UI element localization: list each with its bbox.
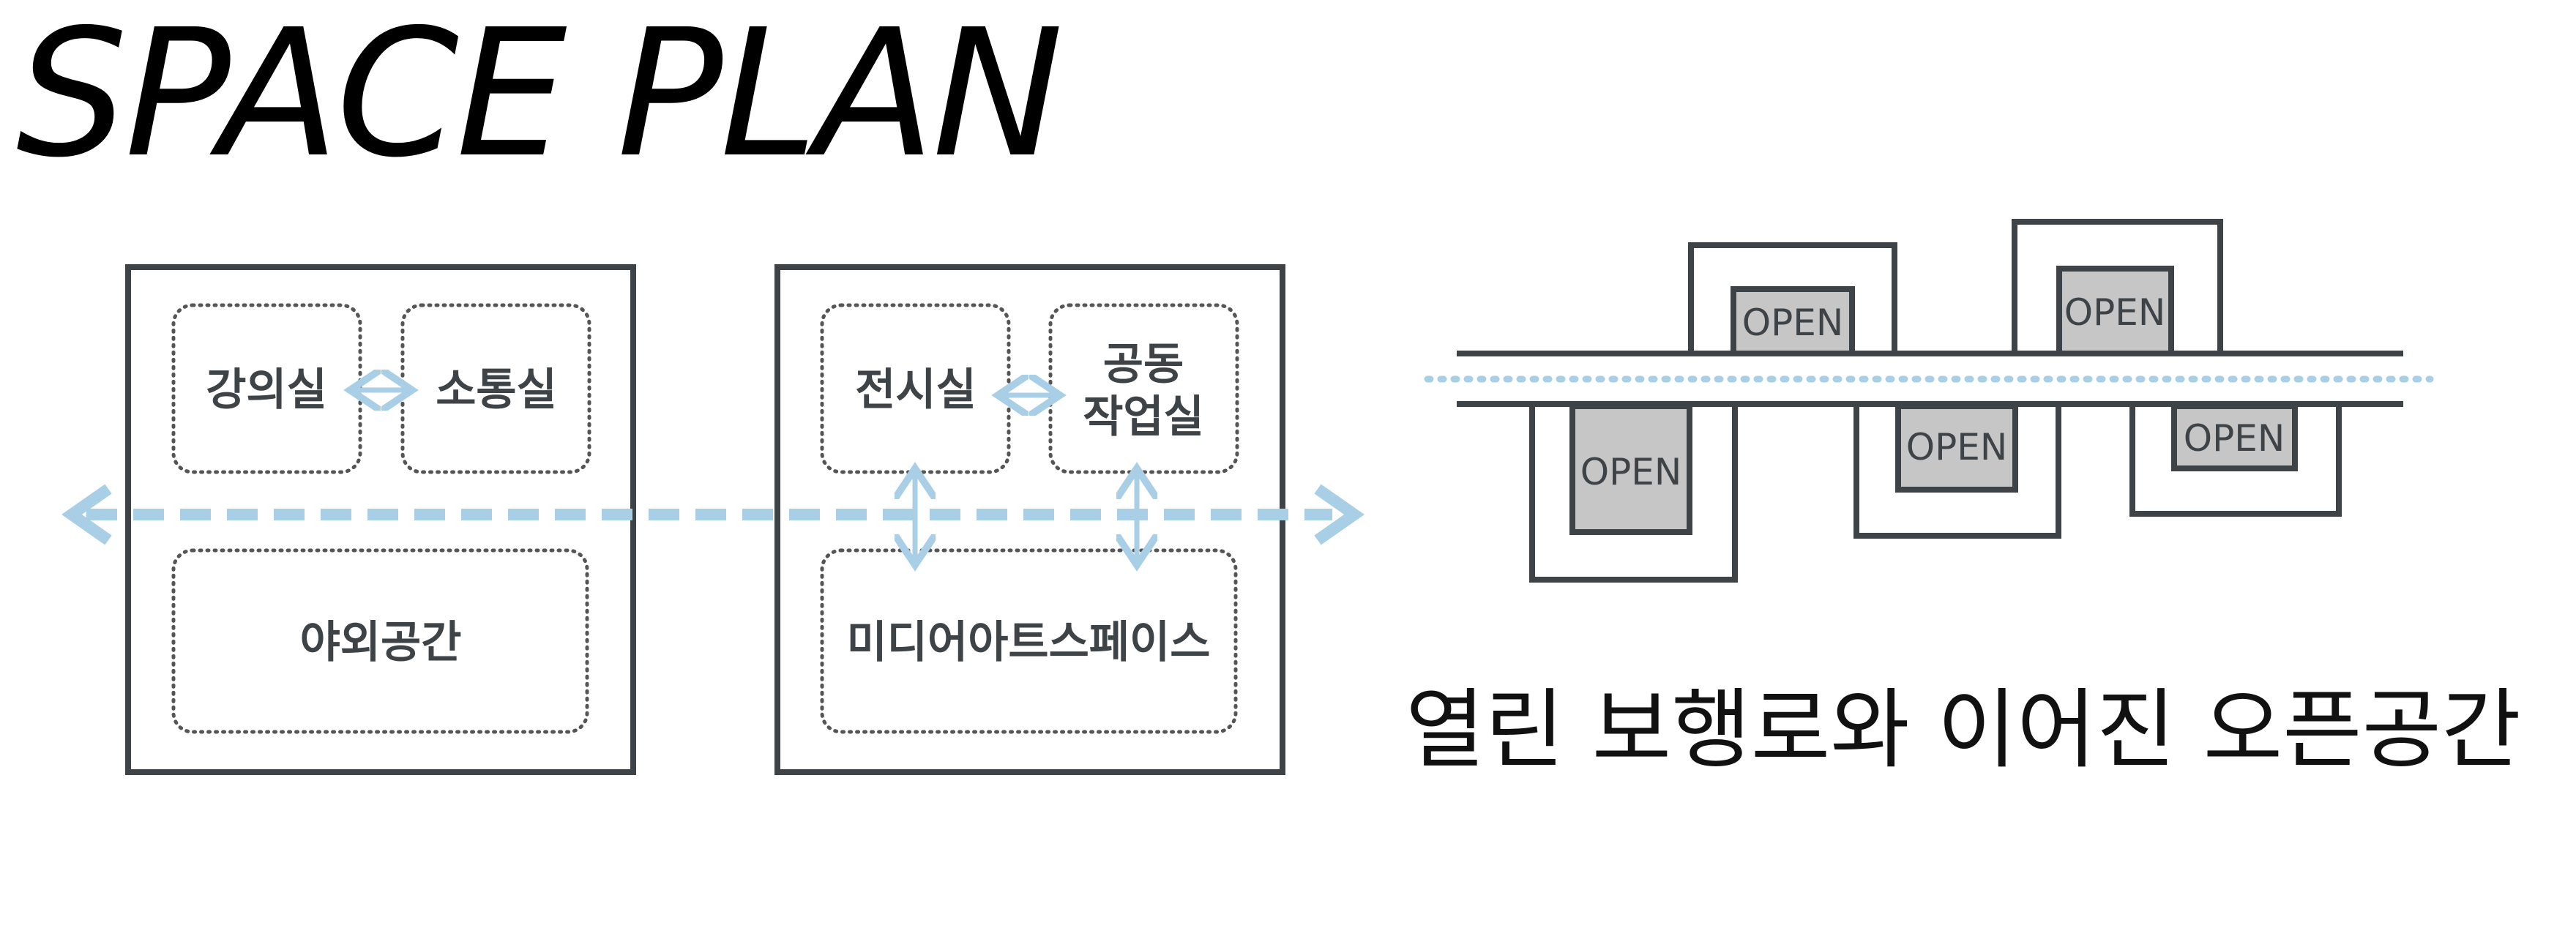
building-left-frame (125, 264, 636, 775)
walkway-arrow (61, 484, 1364, 545)
room-outdoor-box (171, 548, 589, 734)
open-label: OPEN (1742, 302, 1844, 344)
room-communication-label: 소통실 (436, 364, 557, 416)
open-label: OPEN (1580, 451, 1682, 493)
room-exhibition-label: 전시실 (855, 364, 977, 416)
open-space-diagram: OPEN OPEN OPEN OPEN OPEN (1424, 219, 2434, 583)
building-left: 강의실 소통실 야외공간 (125, 264, 636, 775)
lower-building-1 (1529, 404, 1738, 583)
open-box-lower-3: OPEN (2171, 403, 2298, 471)
upper-building-1 (1688, 242, 1897, 354)
open-label: OPEN (2064, 291, 2166, 334)
open-box-upper-1: OPEN (1731, 286, 1855, 356)
room-workshop-label-line2: 작업실 (1083, 392, 1204, 443)
open-box-upper-2: OPEN (2056, 266, 2174, 356)
room-media-art-box (820, 548, 1238, 734)
open-label: OPEN (1906, 426, 2008, 468)
open-box-lower-1: OPEN (1569, 403, 1692, 535)
room-workshop-label-line1: 공동 (1103, 339, 1184, 390)
page-title: SPACE PLAN (16, 0, 1064, 196)
walkway-arrowhead-right (1314, 484, 1364, 545)
open-box-lower-2: OPEN (1895, 403, 2018, 493)
lower-building-3 (2129, 404, 2342, 517)
room-lecture-label: 강의실 (206, 364, 327, 416)
walkway-arrowhead-left (61, 484, 112, 545)
open-label: OPEN (2184, 417, 2285, 460)
room-outdoor-label: 야외공간 (300, 617, 462, 668)
lower-building-2 (1853, 404, 2061, 539)
upper-building-2 (2012, 219, 2223, 354)
room-media-art-label: 미디어아트스페이스 (847, 617, 1211, 668)
diagram-caption: 열린 보행로와 이어진 오픈공간 (1405, 679, 2521, 780)
